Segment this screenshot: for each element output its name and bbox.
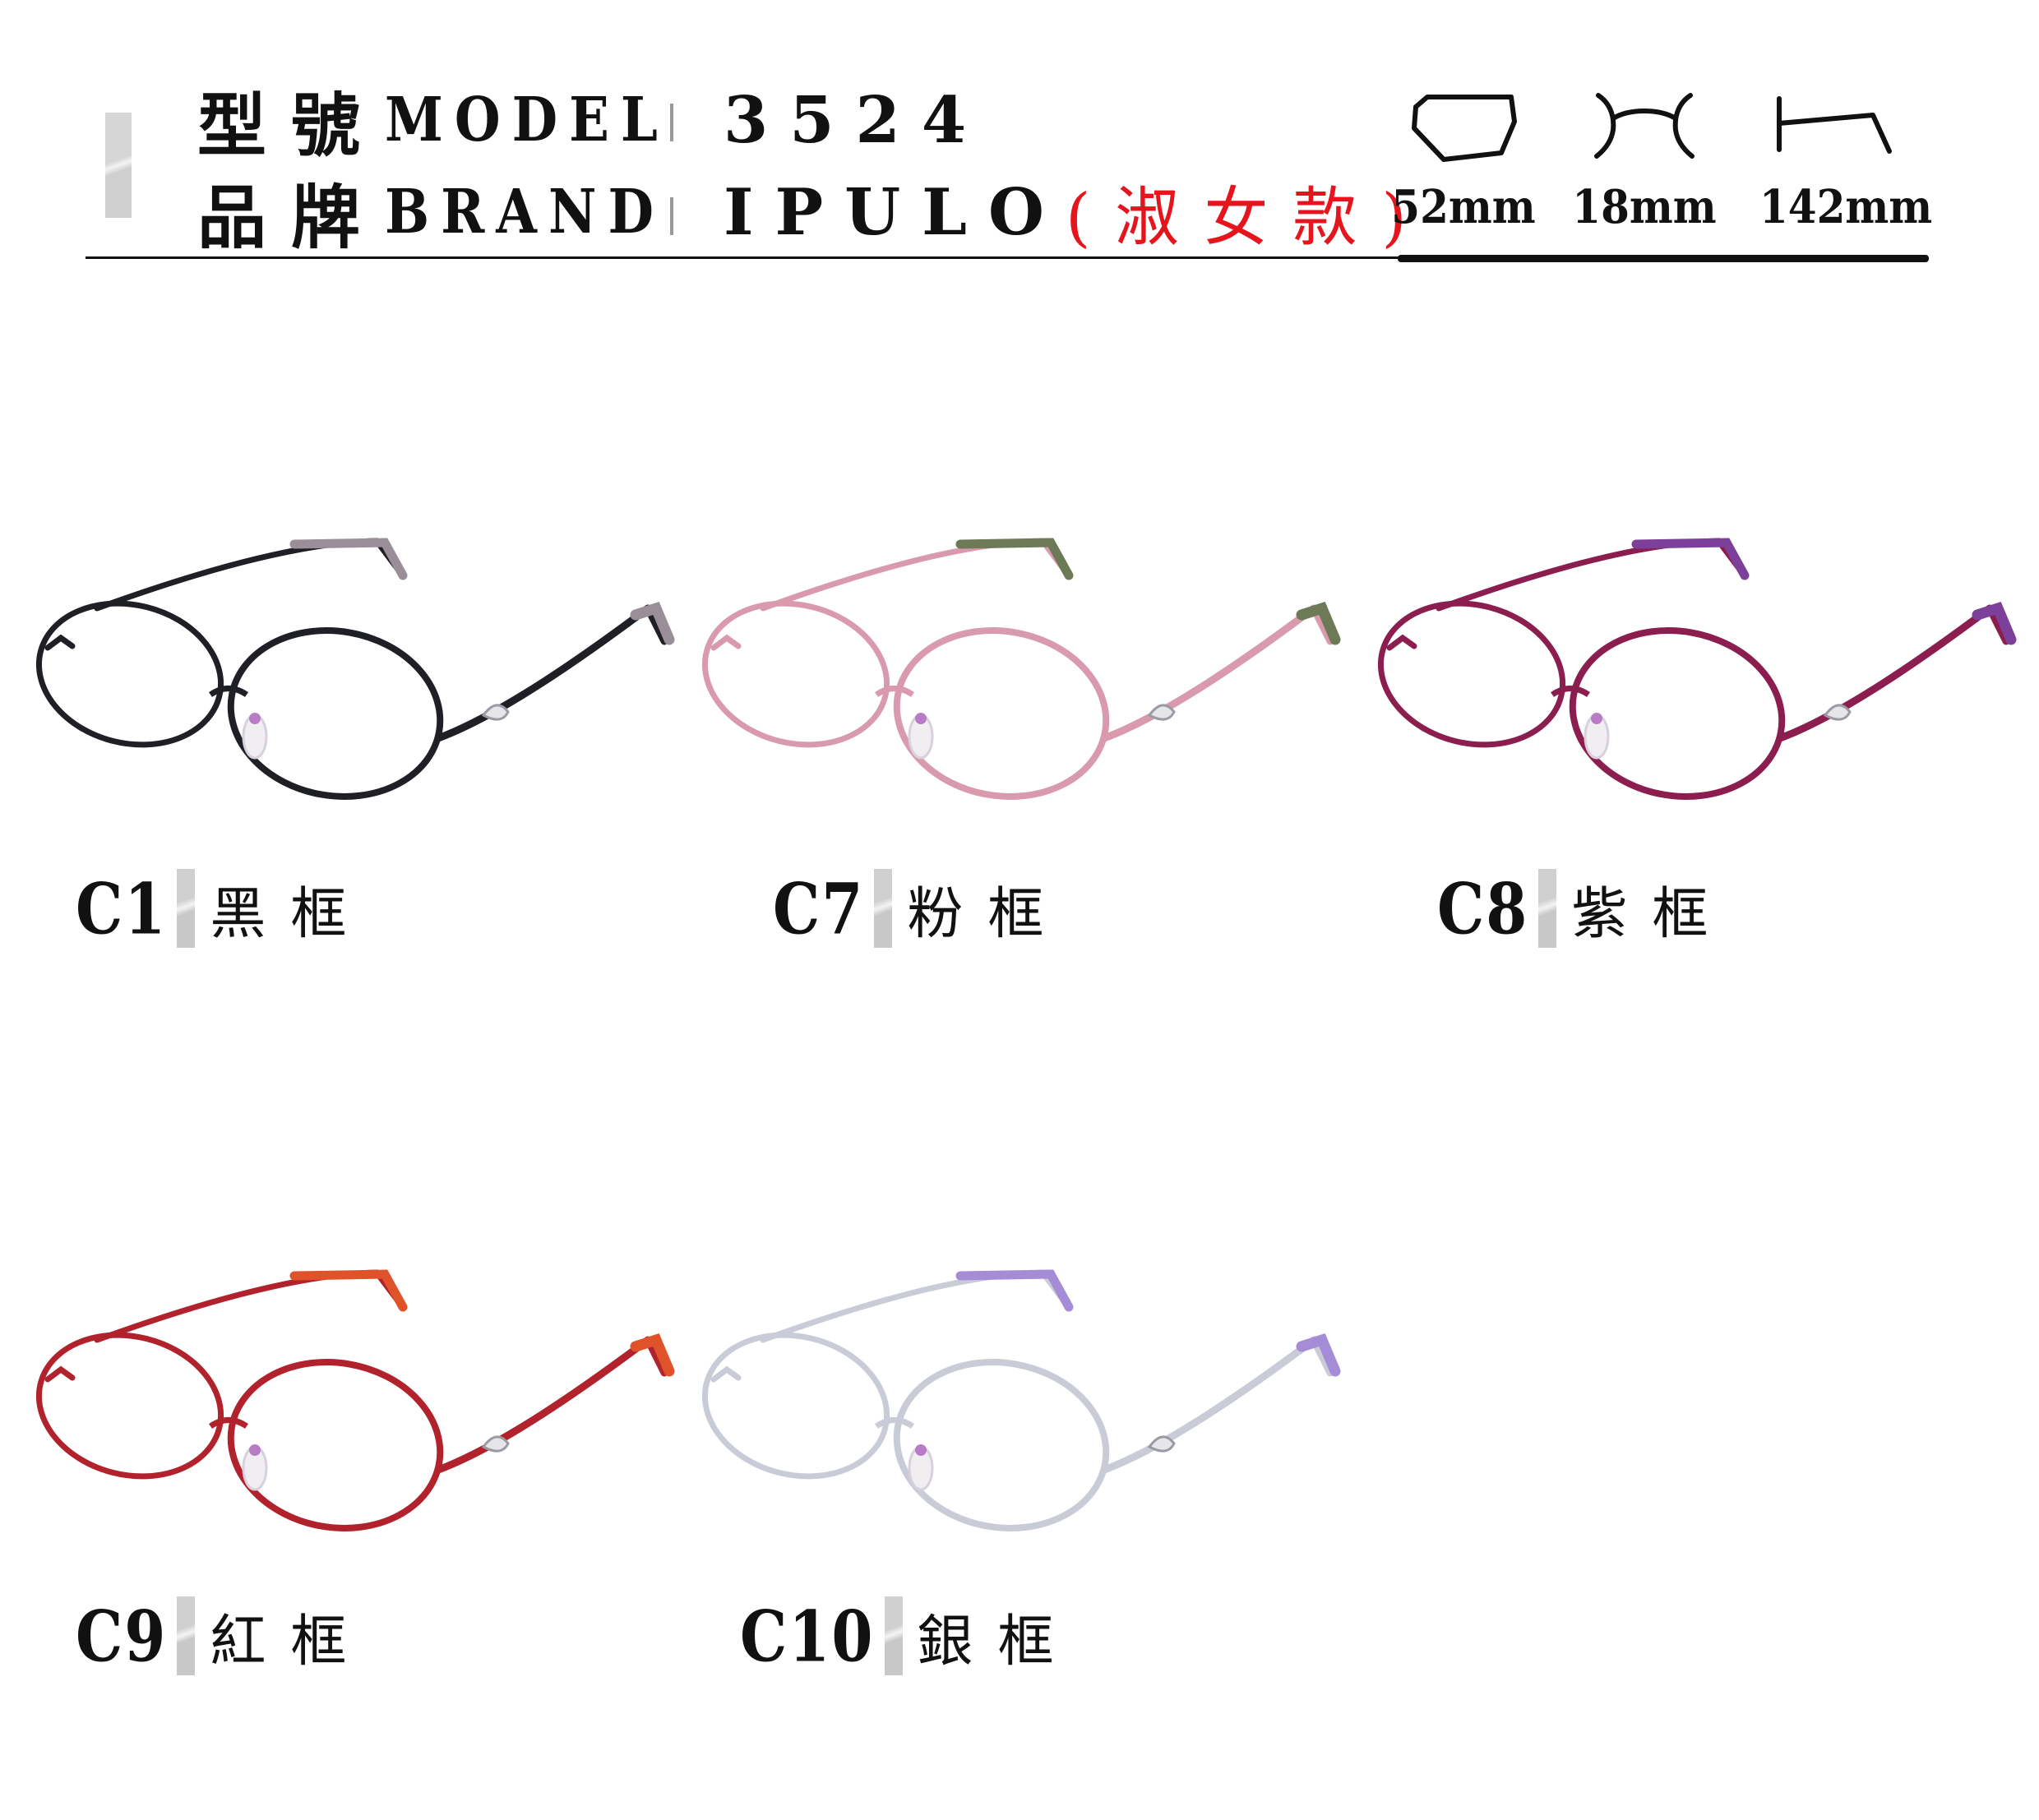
color-name: 銀框 (917, 1609, 1079, 1674)
brand-separator (670, 197, 673, 235)
color-code: C1 (76, 866, 168, 950)
color-code: C10 (740, 1594, 875, 1678)
caption-decor-bar (874, 869, 893, 948)
color-name: 紫框 (1571, 881, 1733, 947)
product-card: C7 粉框 (689, 526, 1347, 954)
brand-label-en: BRAND (385, 176, 665, 248)
spec-bridge-width: 18mm (1570, 90, 1718, 234)
product-caption: C1 黑框 (76, 863, 371, 954)
model-separator (670, 104, 673, 141)
color-code: C9 (76, 1594, 168, 1678)
product-caption: C9 紅框 (76, 1591, 371, 1681)
color-name: 粉框 (907, 881, 1069, 947)
glasses-image (1377, 538, 2017, 800)
product-card: C8 紫框 (1365, 526, 2023, 954)
color-code: C7 (773, 866, 865, 950)
product-caption: C8 紫框 (1437, 863, 1732, 954)
model-label: 型號 MODEL (197, 79, 669, 166)
glasses-image (35, 1269, 675, 1531)
header-divider-bold (1398, 255, 1929, 262)
brand-label: 品牌 BRAND (197, 171, 665, 258)
spec-temple-length-value: 142mm (1759, 179, 1933, 234)
product-caption: C7 粉框 (773, 863, 1068, 954)
color-name: 紅框 (210, 1609, 372, 1674)
product-card: C9 紅框 (23, 1258, 681, 1685)
caption-decor-bar (1538, 869, 1557, 948)
brand-note: (淑女款) (1065, 181, 1431, 255)
color-name: 黑框 (210, 881, 372, 947)
header-decor-stripe (105, 113, 132, 218)
model-label-en: MODEL (385, 84, 669, 156)
bridge-width-icon (1594, 93, 1695, 159)
caption-decor-bar (177, 869, 196, 948)
glasses-image (701, 1269, 1341, 1531)
model-value: 3524 (724, 82, 988, 158)
spec-lens-width: 52mm (1389, 90, 1537, 234)
color-code: C8 (1437, 866, 1529, 950)
product-card: C1 黑框 (23, 526, 681, 954)
brand-value-row: IPULO (淑女款) (724, 171, 1431, 256)
brand-label-cjk: 品牌 (197, 176, 386, 258)
product-card: C10 銀框 (689, 1258, 1347, 1685)
product-caption: C10 銀框 (740, 1591, 1079, 1681)
glasses-image (35, 538, 675, 800)
header-divider (86, 256, 1401, 259)
caption-decor-bar (177, 1596, 196, 1675)
spec-temple-length: 142mm (1759, 90, 1933, 234)
spec-lens-width-value: 52mm (1391, 179, 1536, 234)
model-label-cjk: 型號 (197, 84, 386, 166)
temple-length-icon (1777, 96, 1892, 154)
lens-width-icon (1412, 95, 1517, 162)
brand-value: IPULO (724, 174, 1066, 250)
caption-decor-bar (884, 1596, 903, 1675)
glasses-image (701, 538, 1341, 800)
spec-bridge-width-value: 18mm (1572, 179, 1717, 234)
